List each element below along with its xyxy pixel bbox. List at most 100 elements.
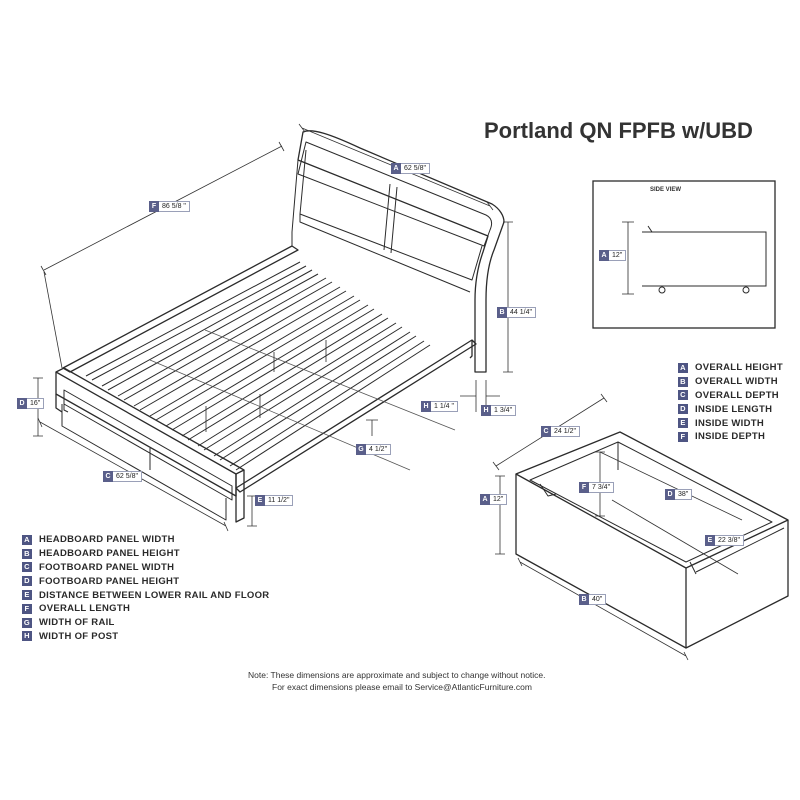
dim-letter: H <box>421 401 431 412</box>
legend-item: E INSIDE WIDTH <box>678 416 783 430</box>
dim-value: 22 3/8" <box>715 535 744 546</box>
legend-badge: D <box>678 404 688 415</box>
dim-value: 62 5/8" <box>113 471 142 482</box>
dim-letter: C <box>541 426 551 437</box>
legend-item: F INSIDE DEPTH <box>678 430 783 444</box>
legend-item: C FOOTBOARD PANEL WIDTH <box>22 561 269 575</box>
dim-letter: E <box>255 495 265 506</box>
dim-letter: H <box>481 405 491 416</box>
bed-rails <box>62 245 477 493</box>
legend-label: WIDTH OF RAIL <box>39 617 115 629</box>
dim-letter: B <box>579 594 589 605</box>
dim-value: 11 1/2" <box>265 495 294 506</box>
bed-dimension-lines <box>33 123 513 532</box>
dim-letter: F <box>579 482 589 493</box>
dim-value: 40" <box>589 594 607 605</box>
legend-badge: E <box>678 418 688 429</box>
dim-value: 38" <box>675 489 693 500</box>
legend-label: OVERALL LENGTH <box>39 603 131 615</box>
legend-item: C OVERALL DEPTH <box>678 389 783 403</box>
dim-value: 1 1/4 " <box>431 401 458 412</box>
legend-label: HEADBOARD PANEL HEIGHT <box>39 548 180 560</box>
dim-value: 4 1/2" <box>366 444 392 455</box>
legend-label: OVERALL HEIGHT <box>695 362 783 374</box>
dim-letter: A <box>391 163 401 174</box>
headboard <box>291 130 505 373</box>
legend-label: OVERALL WIDTH <box>695 376 778 388</box>
legend-item: G WIDTH OF RAIL <box>22 616 269 630</box>
dim-value: 12" <box>490 494 508 505</box>
dim-letter: G <box>356 444 366 455</box>
legend-badge: G <box>22 617 32 628</box>
legend-badge: C <box>678 390 688 401</box>
legend-badge: F <box>678 431 688 442</box>
legend-label: INSIDE WIDTH <box>695 417 765 429</box>
disclaimer-note: Note: These dimensions are approximate a… <box>248 669 546 693</box>
legend-badge: B <box>678 376 688 387</box>
dim-value: 7 3/4" <box>589 482 615 493</box>
legend-item: D FOOTBOARD PANEL HEIGHT <box>22 574 269 588</box>
dim-value: 44 1/4" <box>507 307 536 318</box>
legend-label: OVERALL DEPTH <box>695 389 779 401</box>
dim-letter: A <box>480 494 490 505</box>
legend-item: B HEADBOARD PANEL HEIGHT <box>22 547 269 561</box>
legend-label: HEADBOARD PANEL WIDTH <box>39 534 175 546</box>
dim-value: 62 5/8" <box>401 163 430 174</box>
legend-badge: D <box>22 576 32 587</box>
dim-letter: E <box>705 535 715 546</box>
dim-letter: D <box>17 398 27 409</box>
legend-label: FOOTBOARD PANEL HEIGHT <box>39 575 180 587</box>
dim-letter: F <box>149 201 159 212</box>
legend-badge: A <box>678 362 688 373</box>
legend-badge: C <box>22 562 32 573</box>
side-view-panel <box>592 180 776 329</box>
bed-legend: A HEADBOARD PANEL WIDTH B HEADBOARD PANEL … <box>22 533 269 643</box>
page-title: Portland QN FPFB w/UBD <box>484 118 753 143</box>
dim-value: 16" <box>27 398 45 409</box>
legend-item: A HEADBOARD PANEL WIDTH <box>22 533 269 547</box>
legend-label: INSIDE DEPTH <box>695 431 766 443</box>
note-line-2: For exact dimensions please email to Ser… <box>272 682 532 692</box>
dim-letter: B <box>497 307 507 318</box>
legend-label: DISTANCE BETWEEN LOWER RAIL AND FLOOR <box>39 589 270 601</box>
side-view-title: SIDE VIEW <box>650 187 682 193</box>
dim-value: 86 5/8 " <box>159 201 190 212</box>
drawer <box>492 393 789 661</box>
legend-label: FOOTBOARD PANEL WIDTH <box>39 561 175 573</box>
legend-badge: A <box>22 534 32 545</box>
legend-label: WIDTH OF POST <box>39 630 119 642</box>
drawer-legend: A OVERALL HEIGHT B OVERALL WIDTH C OVERALL … <box>678 361 783 444</box>
dim-letter: A <box>599 250 609 261</box>
note-line-1: Note: These dimensions are approximate a… <box>248 670 546 680</box>
dim-letter: D <box>665 489 675 500</box>
legend-item: B OVERALL WIDTH <box>678 375 783 389</box>
legend-badge: B <box>22 548 32 559</box>
legend-item: H WIDTH OF POST <box>22 630 269 644</box>
dim-value: 1 3/4" <box>491 405 517 416</box>
legend-item: A OVERALL HEIGHT <box>678 361 783 375</box>
footboard <box>55 367 245 523</box>
dim-value: 12" <box>609 250 627 261</box>
slats <box>85 261 456 471</box>
legend-badge: H <box>22 631 32 642</box>
